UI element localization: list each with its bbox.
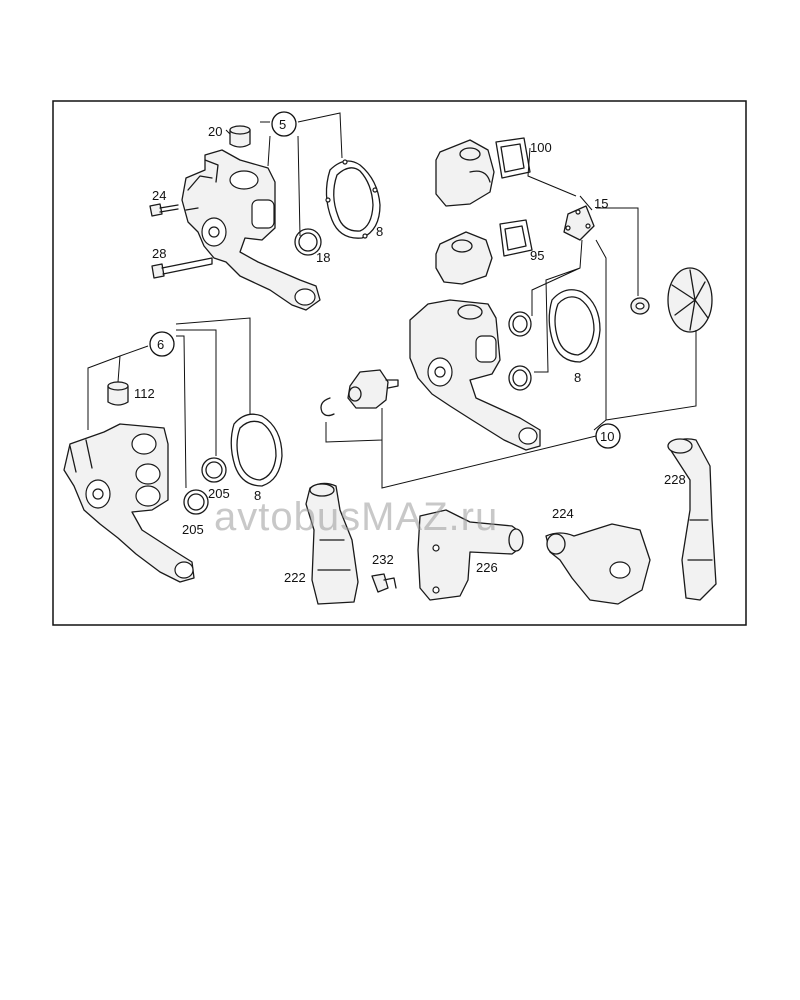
water-pump-housing-6 bbox=[63, 423, 195, 583]
callout-8-right: 8 bbox=[574, 370, 581, 385]
callout-5: 5 bbox=[279, 117, 286, 132]
seal-ring-upper-right bbox=[508, 311, 532, 337]
callout-226: 226 bbox=[476, 560, 498, 575]
callout-205-lower: 205 bbox=[182, 522, 204, 537]
sensor-232 bbox=[371, 573, 397, 593]
gasket-100 bbox=[495, 137, 531, 179]
flange-15 bbox=[563, 205, 595, 241]
gasket-8-right bbox=[548, 289, 601, 363]
callout-95: 95 bbox=[530, 248, 544, 263]
seal-ring-18 bbox=[294, 228, 322, 256]
callout-15: 15 bbox=[594, 196, 608, 211]
pipe-222 bbox=[305, 482, 359, 605]
pipe-224 bbox=[545, 523, 651, 605]
pipe-226 bbox=[417, 509, 524, 601]
callout-224: 224 bbox=[552, 506, 574, 521]
water-pump-housing-10 bbox=[409, 299, 541, 451]
callout-228: 228 bbox=[664, 472, 686, 487]
seal-ring-205-b bbox=[201, 457, 227, 483]
water-pump-housing-5 bbox=[181, 149, 321, 311]
callout-112: 112 bbox=[134, 386, 155, 401]
gasket-95 bbox=[499, 219, 533, 257]
thermostat-housing-100 bbox=[435, 139, 495, 207]
callout-232: 232 bbox=[372, 552, 394, 567]
callout-24: 24 bbox=[152, 188, 166, 203]
bolt-28 bbox=[151, 257, 213, 279]
callout-100: 100 bbox=[530, 140, 552, 155]
shaft-bearing bbox=[347, 369, 399, 409]
bolt-24 bbox=[149, 203, 179, 217]
callout-28: 28 bbox=[152, 246, 166, 261]
callout-222: 222 bbox=[284, 570, 306, 585]
callout-205-upper: 205 bbox=[208, 486, 230, 501]
plug-20 bbox=[229, 125, 251, 148]
callout-8-left: 8 bbox=[254, 488, 261, 503]
impeller bbox=[667, 267, 713, 333]
seal-ring-205-a bbox=[183, 489, 209, 515]
callout-circle-10 bbox=[595, 423, 621, 449]
seal-15 bbox=[630, 297, 650, 315]
callout-20: 20 bbox=[208, 124, 222, 139]
seal-ring-lower-right bbox=[508, 365, 532, 391]
callout-10: 10 bbox=[600, 429, 614, 444]
callout-18: 18 bbox=[316, 250, 330, 265]
housing-95 bbox=[435, 231, 493, 285]
gasket-8-left bbox=[230, 413, 283, 487]
callout-8-top: 8 bbox=[376, 224, 383, 239]
pipe-228 bbox=[667, 438, 717, 601]
callout-circle-6 bbox=[149, 331, 175, 357]
callout-circle-5 bbox=[271, 111, 297, 137]
callout-6: 6 bbox=[157, 337, 164, 352]
circlip bbox=[320, 397, 335, 417]
plug-112 bbox=[107, 381, 129, 406]
gasket-8-top bbox=[325, 159, 381, 239]
watermark-text: avtobusMAZ.ru bbox=[214, 495, 498, 539]
